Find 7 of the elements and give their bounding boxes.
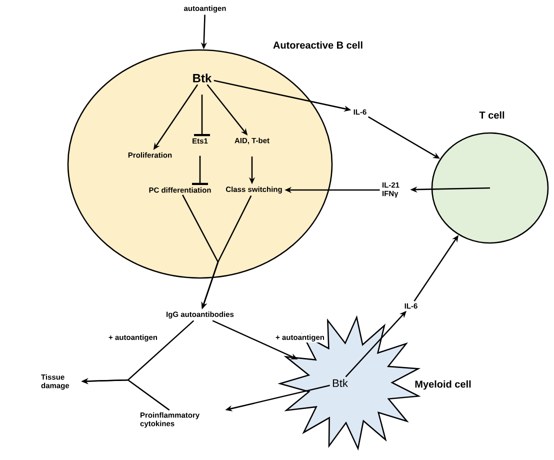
- cell-label: Autoreactive B cell: [273, 41, 362, 49]
- pathway-label: Btk: [332, 378, 348, 388]
- inhibition-line: [194, 94, 210, 136]
- cell-label: Myeloid cell: [415, 380, 471, 390]
- inhibition-line: [192, 156, 208, 186]
- cell-label: T cell: [479, 111, 504, 119]
- pathway-label: Btk: [193, 74, 212, 82]
